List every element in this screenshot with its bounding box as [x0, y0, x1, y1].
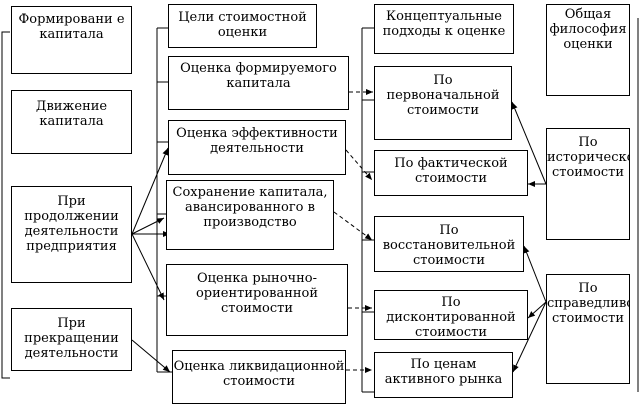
discounted-cost-label: По дисконтированной стоимости — [386, 295, 516, 340]
goals-header-label: Цели стоимостной оценки — [178, 10, 307, 40]
fair-value-label: По справедливой стоимости — [547, 281, 629, 326]
liquidation-label: Оценка ликвидационной стоимости — [173, 359, 345, 389]
movement-box: Движение капитала — [11, 90, 132, 154]
formed-capital-label: Оценка формируемого капитала — [180, 61, 337, 91]
preservation-box: Сохранение капитала, авансированного в п… — [166, 180, 334, 250]
historical-label: По исторической стоимости — [547, 135, 629, 180]
market-prices-label: По ценам активного рынка — [384, 357, 503, 387]
movement-label: Движение капитала — [35, 99, 108, 129]
fair-value-box: По справедливой стоимости — [546, 274, 630, 384]
formation-box: Формировани е капитала — [11, 6, 132, 74]
going-concern-box: При продолжении деятельности предприятия — [11, 186, 132, 283]
replacement-cost-box: По восстановительной стоимости — [374, 216, 524, 272]
replacement-cost-label: По восстановительной стоимости — [382, 223, 516, 268]
termination-box: При прекращении деятельности — [11, 308, 132, 371]
arrow-fair-to-discounted — [527, 301, 547, 319]
actual-cost-box: По фактической стоимости — [374, 150, 528, 196]
efficiency-box: Оценка эффективности деятельности — [168, 120, 346, 175]
arrow-fair-to-market-prices — [512, 301, 547, 373]
initial-cost-box: По первоначальной стоимости — [374, 66, 512, 140]
dashed-efficiency-to-actual — [345, 149, 373, 181]
arrow-going-to-market — [131, 233, 165, 301]
dashed-preservation-to-replacement — [333, 211, 373, 241]
philosophy-header-label: Общая философия оценки — [549, 7, 627, 52]
going-concern-label: При продолжении деятельности предприятия — [24, 194, 119, 254]
left-bracket-line — [1, 31, 10, 379]
market-oriented-label: Оценка рыночно-ориентированной стоимости — [195, 271, 319, 316]
initial-cost-label: По первоначальной стоимости — [386, 73, 500, 118]
formation-label: Формировани е капитала — [18, 12, 125, 42]
approaches-header-label: Концептуальные подходы к оценке — [382, 9, 506, 39]
discounted-cost-box: По дисконтированной стоимости — [374, 290, 528, 340]
preservation-label: Сохранение капитала, авансированного в п… — [172, 185, 328, 230]
philosophy-header-box: Общая философия оценки — [546, 4, 630, 96]
liquidation-box: Оценка ликвидационной стоимости — [172, 350, 346, 404]
market-oriented-box: Оценка рыночно-ориентированной стоимости — [166, 264, 348, 336]
arrow-going-to-preservation — [131, 217, 165, 235]
goals-header-box: Цели стоимостной оценки — [168, 4, 317, 48]
historical-box: По исторической стоимости — [546, 128, 630, 240]
approaches-header-box: Концептуальные подходы к оценке — [374, 4, 514, 54]
termination-label: При прекращении деятельности — [24, 316, 119, 361]
actual-cost-label: По фактической стоимости — [394, 156, 508, 186]
arrow-fair-to-replacement — [523, 245, 547, 303]
efficiency-label: Оценка эффективности деятельности — [176, 126, 338, 156]
arrow-historical-to-initial — [511, 101, 547, 185]
formed-capital-box: Оценка формируемого капитала — [168, 56, 349, 110]
market-prices-box: По ценам активного рынка — [374, 352, 513, 398]
arrow-termination-to-liquidation — [131, 339, 171, 373]
arrow-going-to-efficiency — [131, 147, 169, 235]
